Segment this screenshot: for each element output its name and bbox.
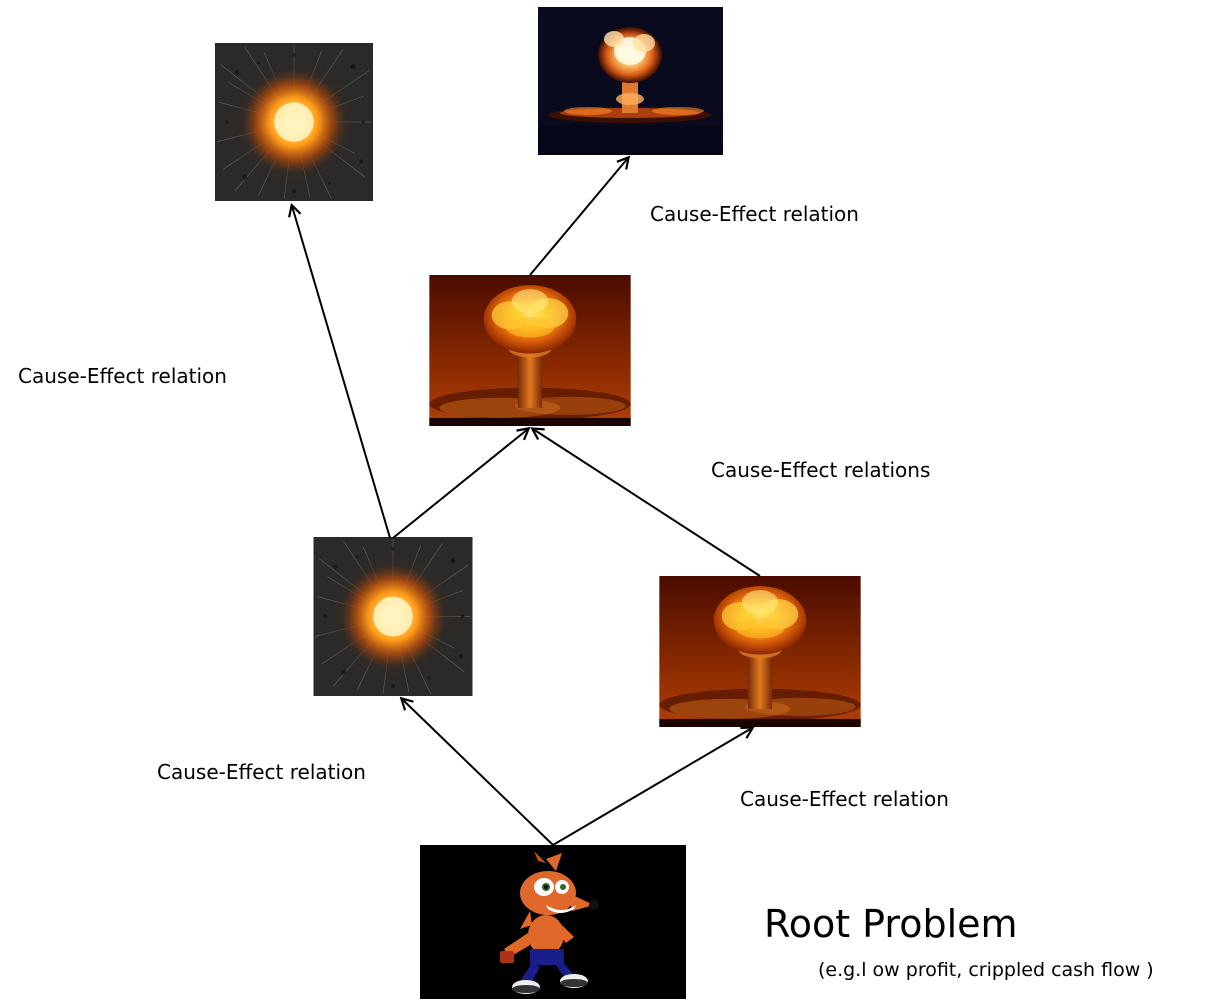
edge-label-bottom-right: Cause-Effect relation bbox=[740, 787, 949, 811]
root-problem-title: Root Problem bbox=[764, 902, 1018, 946]
edge-label-top-right: Cause-Effect relation bbox=[650, 202, 859, 226]
arrow-center-to-top-right bbox=[529, 158, 628, 276]
arrow-mid-left-to-top-left bbox=[292, 206, 391, 539]
arrow-mid-right-to-center bbox=[533, 429, 761, 577]
top-left-explosion-image bbox=[214, 43, 374, 201]
arrow-root-to-mid-right bbox=[552, 728, 752, 846]
mid-right-mushroom-cloud-image bbox=[659, 576, 861, 727]
edge-label-middle: Cause-Effect relations bbox=[711, 458, 931, 482]
top-right-mushroom-cloud-image bbox=[538, 7, 723, 155]
root-problem-character-image bbox=[420, 845, 686, 999]
arrow-mid-left-to-center bbox=[392, 429, 528, 539]
edge-label-bottom-left: Cause-Effect relation bbox=[157, 760, 366, 784]
edge-label-left-long: Cause-Effect relation bbox=[18, 364, 227, 388]
root-problem-example: (e.g.l ow profit, crippled cash flow ) bbox=[818, 959, 1154, 981]
arrow-root-to-mid-left bbox=[402, 699, 554, 846]
mid-left-explosion-image bbox=[313, 537, 473, 696]
center-mushroom-cloud-image bbox=[429, 275, 631, 426]
